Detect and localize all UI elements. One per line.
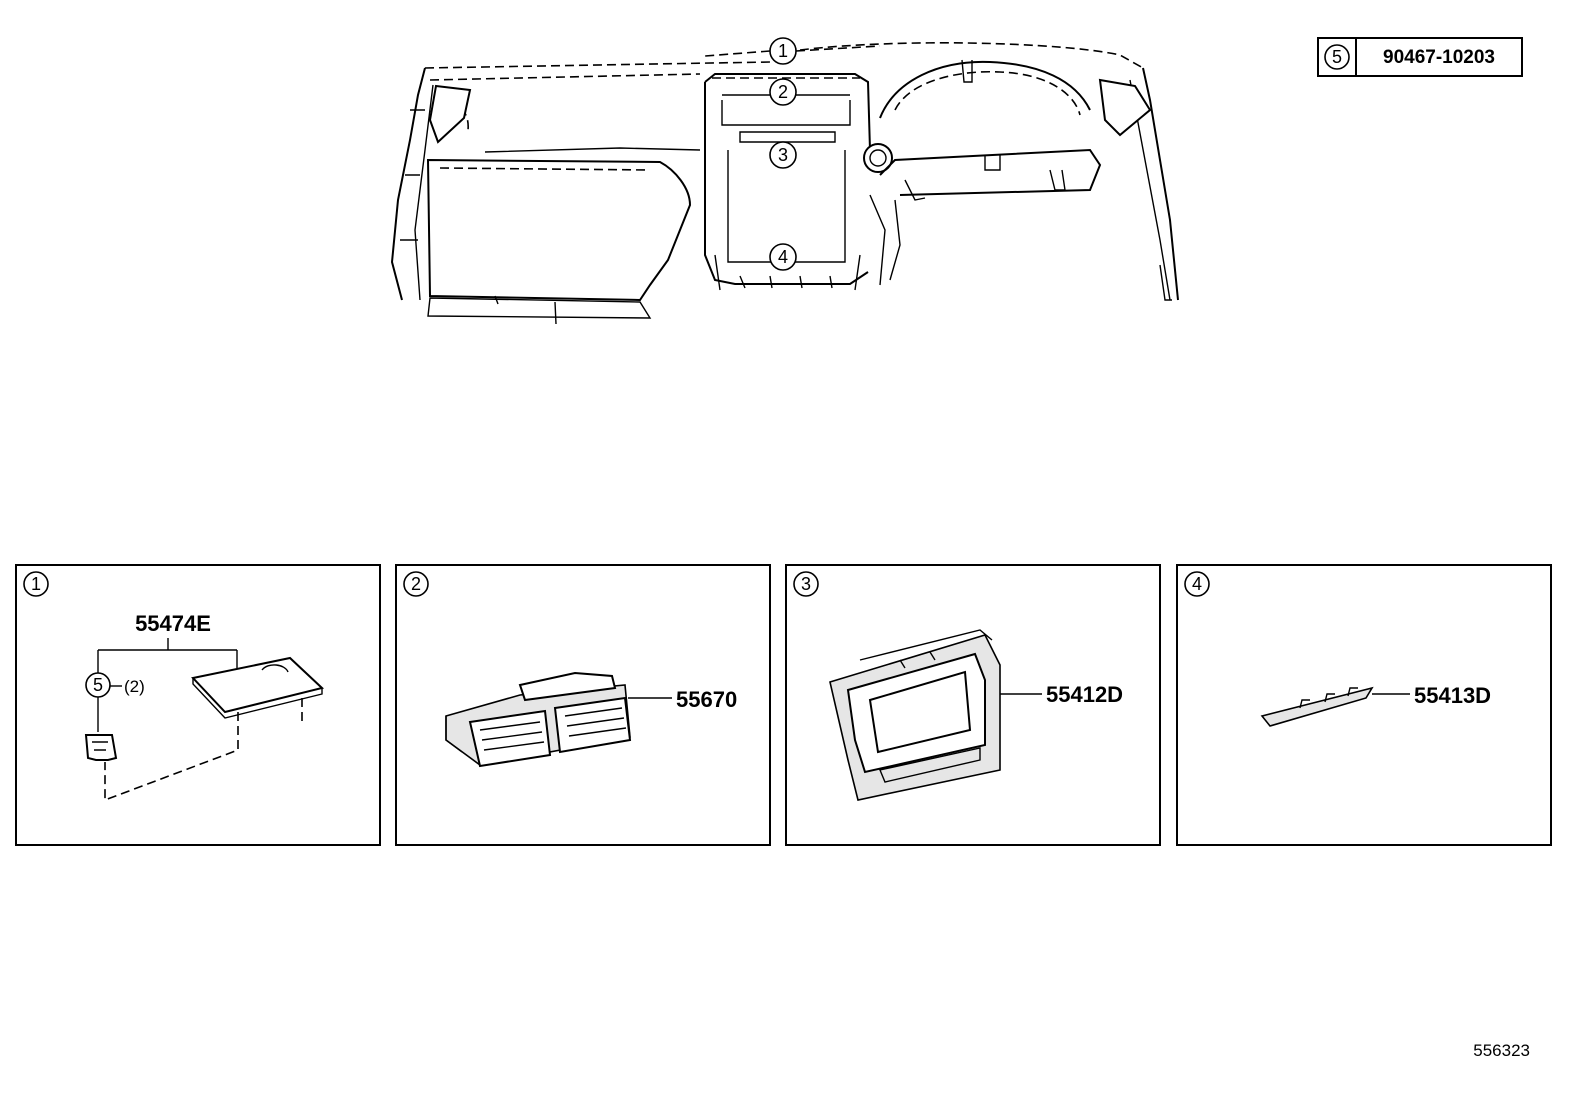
panel-2-index: 2 [411,574,421,594]
panel-4-part-number: 55413D [1414,683,1491,708]
detail-panel-3: 3 55412D [785,564,1161,846]
panel-1-part-number: 55474E [135,611,211,636]
key-table-part-number: 90467-10203 [1383,47,1495,68]
svg-text:4: 4 [778,247,788,267]
panel-1-quantity: (2) [124,677,145,696]
key-table-ref-circle [1324,44,1350,70]
panel-3-index: 3 [801,574,811,594]
panel-4-index: 4 [1192,574,1202,594]
detail-panel-4: 4 55413D [1176,564,1552,846]
panel-3-part-number: 55412D [1046,682,1123,707]
detail-panel-2: 2 55670 [395,564,771,846]
illustration-number: 556323 [1473,1041,1530,1060]
svg-text:1: 1 [778,41,788,61]
svg-text:2: 2 [778,82,788,102]
panel-1-index: 1 [31,574,41,594]
key-table: 5 90467-10203 [1317,37,1523,77]
overview-callout-3: 3 [769,141,797,169]
overview-callout-4: 4 [769,243,797,271]
panel-1-sub-ref: 5 [93,675,103,695]
panel-2-part-number: 55670 [676,687,737,712]
svg-text:3: 3 [778,145,788,165]
detail-panel-1: 1 55474E 5 (2) [15,564,381,846]
overview-callout-2: 2 [769,78,797,106]
dashboard-overview [390,42,1179,325]
overview-callout-1: 1 [769,37,797,65]
key-table-ref: 5 [1332,47,1342,67]
